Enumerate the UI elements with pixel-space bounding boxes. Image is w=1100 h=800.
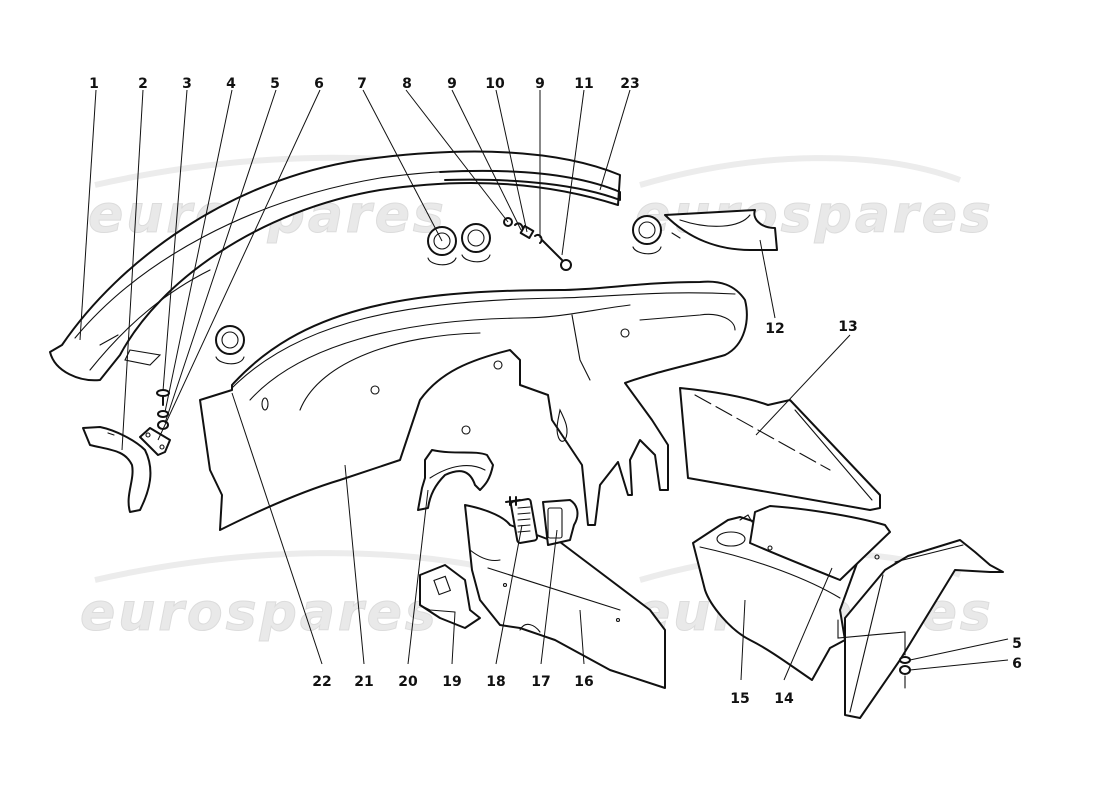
callout-label-c5b: 5	[1012, 636, 1022, 652]
part-23-trim-strip	[439, 169, 621, 201]
part-17-vent-bezel	[542, 499, 579, 546]
callout-label-c2: 2	[138, 76, 148, 92]
callout-label-c13: 13	[838, 319, 858, 335]
callout-label-c22: 22	[312, 674, 332, 690]
callout-label-c12: 12	[765, 321, 785, 337]
svg-text:eurospares: eurospares	[80, 583, 439, 643]
air-vent-left-panel	[215, 325, 245, 365]
callout-label-c17: 17	[531, 674, 551, 690]
part-6-bracket	[139, 427, 171, 456]
part-2-side-trim	[82, 426, 152, 513]
callout-label-c4: 4	[226, 76, 236, 92]
part-13-side-panel	[679, 387, 881, 511]
callout-label-c7: 7	[357, 76, 367, 92]
callout-label-c11: 11	[574, 76, 594, 92]
part-7-air-vent-middle	[461, 223, 491, 263]
part-21-22-dashboard-panel	[199, 280, 748, 531]
callout-label-c19: 19	[442, 674, 462, 690]
callout-label-c3: 3	[182, 76, 192, 92]
callout-label-c8: 8	[402, 76, 412, 92]
part-18-vent-grille	[505, 496, 539, 544]
leader-lines	[79, 89, 1009, 681]
parts-5-6-washer-nut-right	[837, 619, 911, 689]
callout-label-c6b: 6	[1012, 656, 1022, 672]
callout-label-c16: 16	[574, 674, 594, 690]
callout-label-c20: 20	[398, 674, 418, 690]
callout-label-c5: 5	[270, 76, 280, 92]
part-1-dashboard-top-cover	[49, 150, 621, 382]
air-vent-right	[632, 215, 662, 255]
callout-label-c14: 14	[774, 691, 794, 707]
part-14-console-lid	[749, 505, 891, 581]
callout-label-c1: 1	[89, 76, 99, 92]
callout-label-c6: 6	[314, 76, 324, 92]
callout-label-c18: 18	[486, 674, 506, 690]
callout-label-c9a: 9	[447, 76, 457, 92]
part-12-end-cap	[664, 209, 778, 251]
callout-label-c21: 21	[354, 674, 374, 690]
part-7-air-vent-left	[427, 226, 457, 266]
callout-label-c15: 15	[730, 691, 750, 707]
callout-label-c10: 10	[485, 76, 505, 92]
part-19-switch-housing	[419, 564, 481, 629]
console-side-bracket	[844, 539, 1004, 719]
parts-8-11-fasteners	[503, 217, 572, 271]
callout-label-c23: 23	[620, 76, 640, 92]
part-20-duct-arch	[417, 449, 494, 511]
callout-label-c9b: 9	[535, 76, 545, 92]
